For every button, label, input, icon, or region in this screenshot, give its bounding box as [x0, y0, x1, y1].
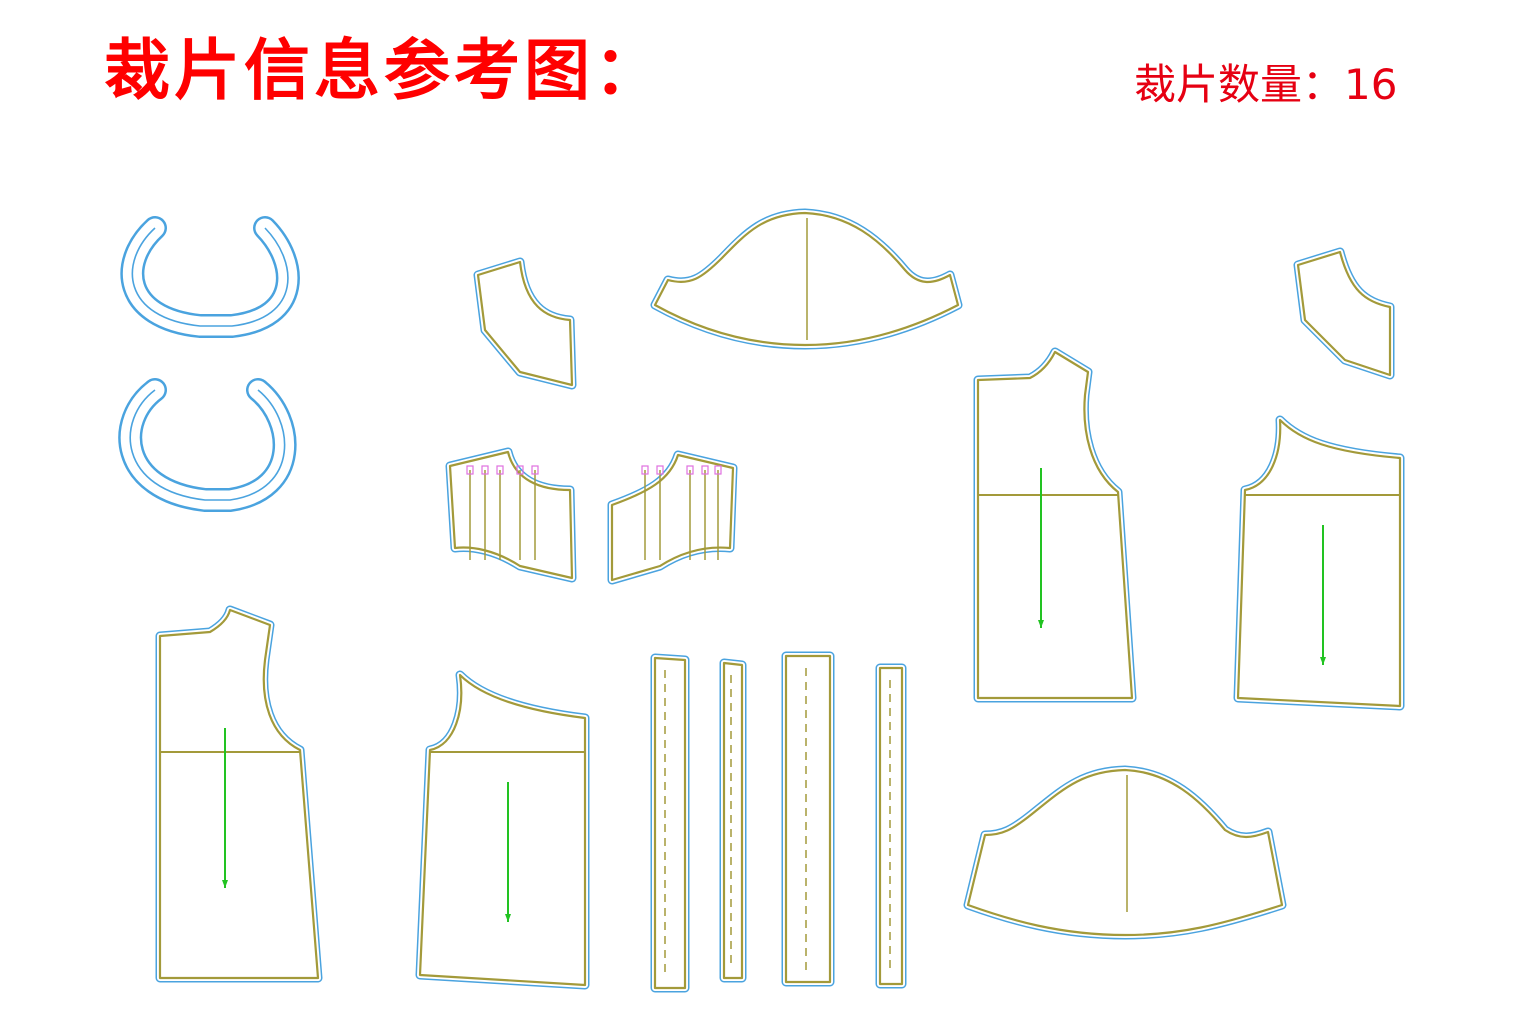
pleat-mark [516, 465, 524, 475]
arrow-head-icon [1038, 620, 1044, 628]
collar-piece [118, 378, 297, 512]
collar-piece [120, 216, 300, 338]
back-body-piece [415, 670, 590, 990]
placket-strip [650, 653, 690, 993]
page-title: 裁片信息参考图： [104, 32, 664, 109]
seam-line [784, 654, 832, 984]
pleat-mark [656, 465, 664, 475]
seam-line [1236, 418, 1402, 708]
pleat-mark [701, 465, 709, 475]
back-body-piece [1233, 415, 1405, 711]
placket-strip [781, 651, 835, 987]
pleat-mark [531, 465, 539, 475]
yoke-piece [473, 257, 577, 390]
seam-line [418, 673, 587, 987]
piece-count-value: 16 [1344, 60, 1398, 109]
center-line [131, 227, 289, 327]
pleat-mark [686, 465, 694, 475]
pleated-yoke-piece [445, 447, 577, 583]
arrow-head-icon [505, 914, 511, 922]
piece-count: 裁片数量：16 [1134, 64, 1397, 106]
seam-line [653, 656, 687, 990]
arrow-head-icon [222, 880, 228, 888]
seam-line [158, 608, 320, 980]
seam-line [722, 661, 744, 980]
arrow-head-icon [1320, 657, 1326, 665]
piece-count-label: 裁片数量： [1134, 60, 1345, 109]
seam-line [610, 453, 735, 582]
sleeve-piece [650, 208, 963, 350]
seam-line [476, 260, 574, 387]
front-body-piece [155, 605, 323, 983]
front-body-piece [973, 347, 1137, 703]
placket-strip [719, 658, 747, 983]
seam-line [878, 666, 904, 986]
pleat-mark [466, 465, 474, 475]
sleeve-piece [963, 765, 1287, 940]
pleat-mark [714, 465, 722, 475]
seam-line [966, 768, 1284, 937]
seam-line [1296, 250, 1392, 377]
pleated-yoke-piece [607, 450, 738, 585]
pleat-mark [641, 465, 649, 475]
pleat-mark [481, 465, 489, 475]
yoke-piece [1293, 247, 1395, 380]
pleat-mark [496, 465, 504, 475]
seam-line [448, 450, 574, 580]
center-line [129, 389, 286, 501]
seam-line [976, 350, 1134, 700]
placket-strip [875, 663, 907, 989]
